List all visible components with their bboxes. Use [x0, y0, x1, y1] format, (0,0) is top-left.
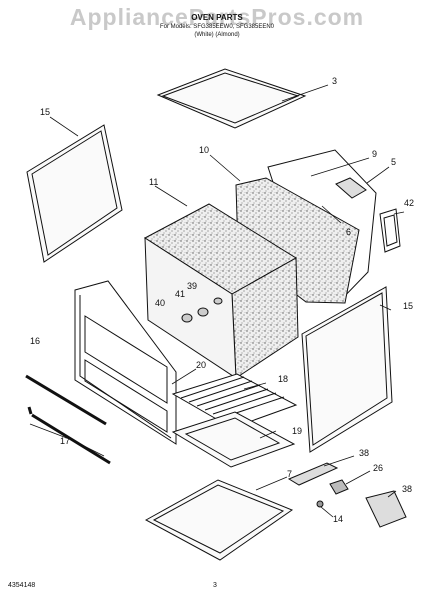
part-clip [329, 479, 349, 495]
callout-38-lower: 38 [402, 484, 413, 494]
part-insulation-wrap [144, 203, 299, 379]
page-number: 3 [213, 582, 217, 589]
callout-17: 17 [60, 436, 71, 446]
callout-39: 39 [187, 281, 198, 291]
callout-10: 10 [199, 145, 210, 155]
callout-14: 14 [333, 514, 344, 524]
callout-16: 16 [30, 336, 41, 346]
callout-11: 11 [149, 177, 159, 187]
part-broiler-pan [171, 411, 296, 468]
part-screw [316, 500, 324, 508]
callout-19: 19 [292, 426, 303, 436]
part-oven-cavity [74, 280, 177, 445]
callout-15-right: 15 [403, 301, 414, 311]
part-bottom-panel [144, 479, 294, 561]
part-fasteners [181, 297, 223, 323]
callout-20: 20 [196, 360, 207, 370]
colors-line: (White) (Almond) [194, 32, 240, 38]
part-top-panel [156, 68, 307, 129]
part-side-panel-left [26, 124, 123, 263]
watermark: AppliancePartsPros.com [69, 4, 365, 30]
callout-26: 26 [373, 463, 384, 473]
part-trim-strips [25, 374, 111, 465]
part-oven-rack [171, 373, 298, 429]
part-vent-bracket [379, 208, 401, 253]
part-bracket-lower [365, 490, 407, 528]
part-bracket-upper [287, 462, 339, 486]
part-side-panel-right [301, 286, 393, 453]
callout-9: 9 [372, 149, 378, 159]
callout-40: 40 [155, 298, 166, 308]
document-number: 4354148 [8, 582, 36, 589]
callout-5: 5 [391, 157, 397, 167]
leader-lines [29, 84, 405, 518]
callout-42: 42 [404, 198, 415, 208]
diagram-title: OVEN PARTS [191, 13, 243, 22]
models-line: For Models: SFG385EEW0, SFG385EEN0 [159, 24, 275, 30]
callout-6: 6 [346, 227, 352, 237]
callout-15: 15 [40, 107, 51, 117]
callout-7: 7 [287, 469, 293, 479]
callout-18: 18 [278, 374, 289, 384]
callout-3: 3 [332, 76, 338, 86]
callout-38: 38 [359, 448, 370, 458]
callout-41: 41 [175, 289, 186, 299]
